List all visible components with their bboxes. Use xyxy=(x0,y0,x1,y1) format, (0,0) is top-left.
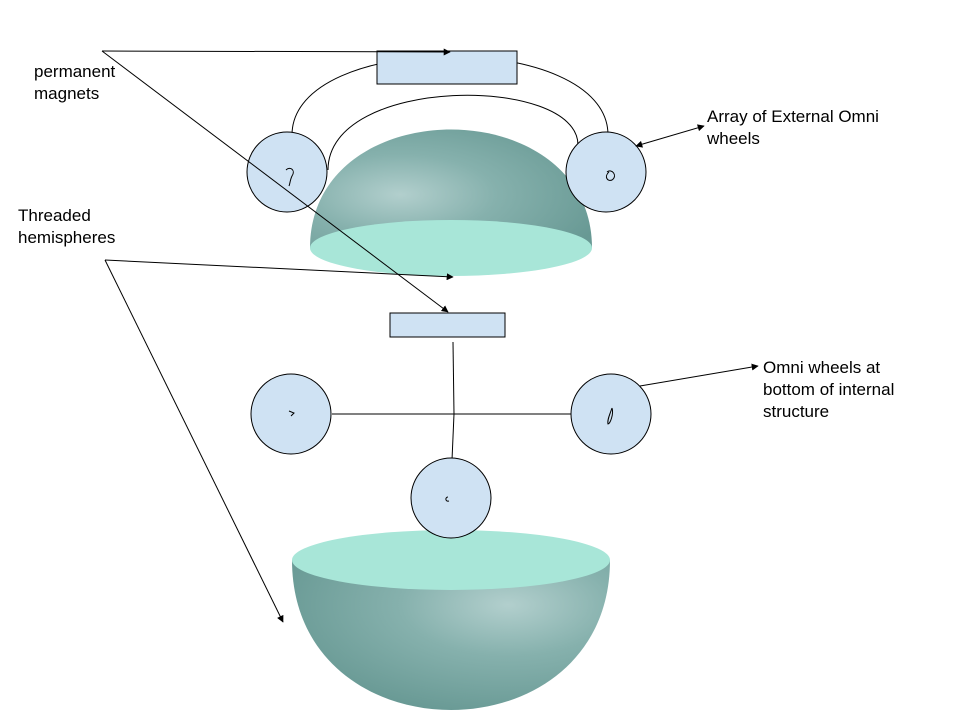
lower-hemisphere xyxy=(292,530,610,710)
internal-structure xyxy=(332,312,571,461)
upper-magnet xyxy=(376,50,518,85)
internal-omni-wheel-bottom xyxy=(410,457,492,539)
external-omni-wheel-right xyxy=(565,131,647,213)
permanent-magnets-label: permanent magnets xyxy=(34,62,116,103)
internal-omni-wheel-left xyxy=(250,373,332,455)
inner-connector-arc xyxy=(327,94,579,171)
external-omni-wheel-left xyxy=(246,131,328,213)
upper-hemisphere xyxy=(310,129,592,276)
threaded-hemispheres-arrows xyxy=(104,259,454,623)
internal-wheels-label: Omni wheels at bottom of internal struct… xyxy=(763,358,895,421)
external-wheels-label: Array of External Omni wheels xyxy=(707,107,879,148)
lower-magnet xyxy=(389,312,506,338)
external-wheels-arrow xyxy=(635,124,705,148)
internal-wheels-arrow xyxy=(639,363,759,387)
threaded-hemispheres-label: Threaded hemispheres xyxy=(18,206,116,247)
internal-omni-wheel-right xyxy=(570,373,652,455)
permanent-magnets-arrows xyxy=(101,48,451,313)
